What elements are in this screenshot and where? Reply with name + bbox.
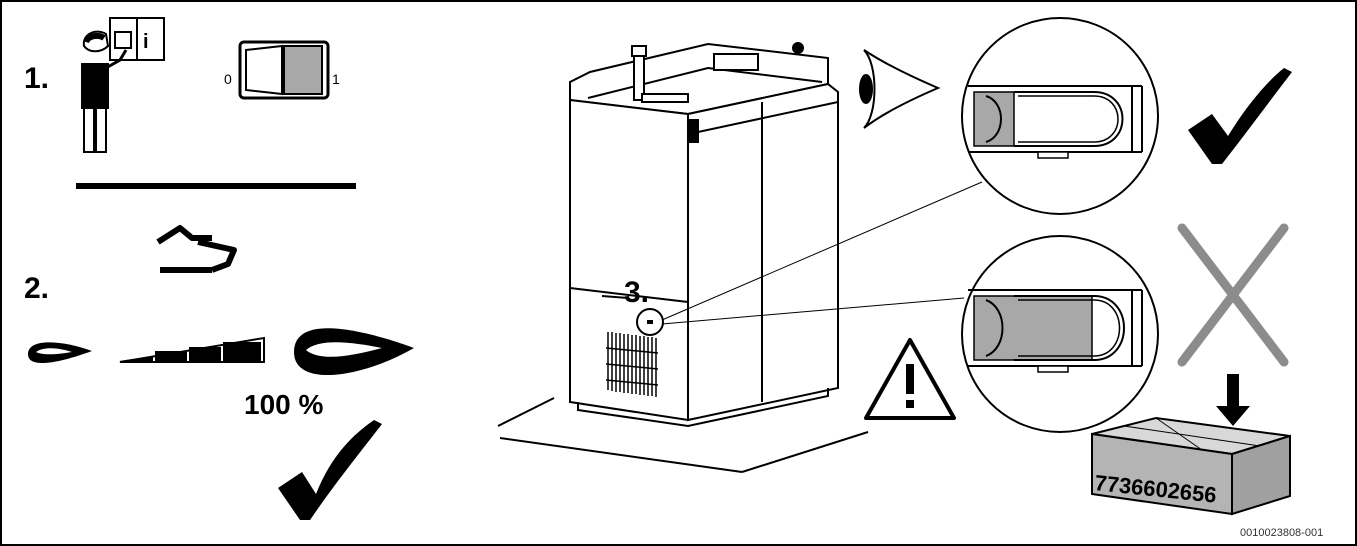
info-glyph: i [143, 31, 149, 53]
cross-icon [1177, 223, 1289, 367]
power-level-label: 100 % [244, 389, 323, 420]
switch-off-label: 0 [224, 71, 232, 87]
leader-line-top [661, 181, 983, 321]
spare-part-box-icon [1091, 416, 1291, 516]
leader-line-bottom [661, 297, 965, 325]
main-switch-icon: 0 1 [224, 40, 340, 100]
operator-reading-manual-icon: i [81, 17, 165, 153]
step-3-label: 3. [624, 276, 649, 309]
step-1-label: 1. [24, 62, 49, 95]
down-arrow-icon [1216, 374, 1250, 426]
boiler-illustration [497, 42, 869, 473]
step-2-label: 2. [24, 272, 49, 305]
warning-triangle-icon [864, 338, 956, 420]
switch-on-label: 1 [332, 71, 340, 87]
pointing-hand-icon [156, 225, 237, 273]
magnifier-good-level [961, 17, 1159, 215]
document-code: 0010023808-001 [1240, 527, 1323, 539]
checkmark-icon [278, 420, 382, 520]
magnifier-bad-level [961, 235, 1159, 433]
checkmark-good-icon [1188, 68, 1292, 164]
eye-icon [859, 49, 941, 129]
power-ramp-icon [119, 336, 265, 363]
small-flame-icon [28, 342, 92, 364]
large-flame-icon [294, 328, 414, 376]
